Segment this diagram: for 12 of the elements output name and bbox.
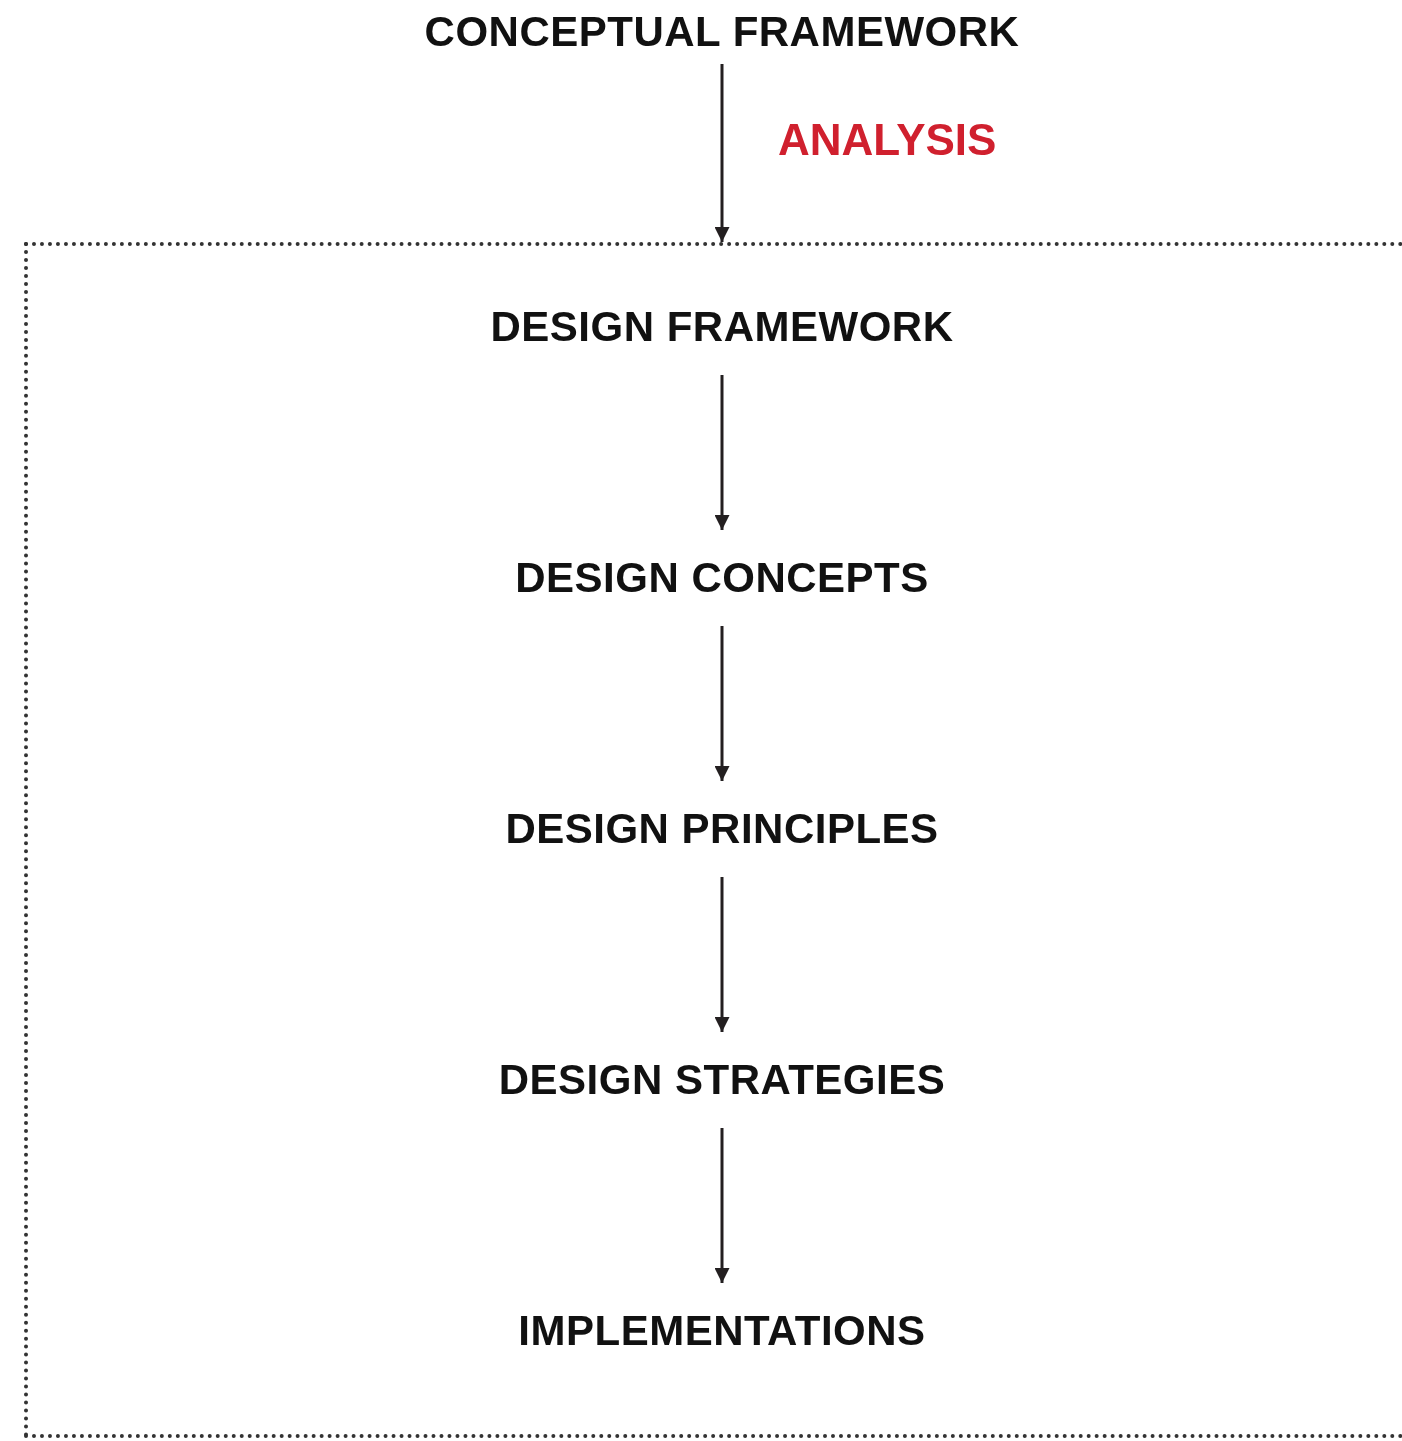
stage-title: CONCEPTUAL FRAMEWORK	[424, 8, 1020, 56]
arrow	[714, 877, 730, 1032]
arrow	[714, 1128, 730, 1283]
dotted-frame	[24, 242, 1402, 1438]
arrow	[714, 64, 730, 242]
stage-title: DESIGN FRAMEWORK	[490, 303, 954, 351]
stage-title: DESIGN PRINCIPLES	[505, 805, 939, 853]
stage-title: DESIGN CONCEPTS	[515, 554, 929, 602]
stage-title: DESIGN STRATEGIES	[498, 1056, 946, 1104]
stage-title: IMPLEMENTATIONS	[518, 1307, 926, 1355]
arrow	[714, 375, 730, 530]
arrow	[714, 626, 730, 781]
